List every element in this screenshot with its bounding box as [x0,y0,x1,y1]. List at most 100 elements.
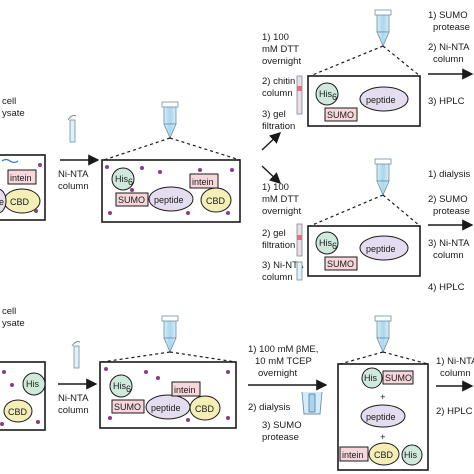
branch-a-step3: 3) gel filtration [262,109,295,132]
svg-text:intein: intein [174,385,196,395]
svg-text:mM DTT: mM DTT [262,44,299,55]
impurity-dot [158,170,162,174]
svg-text:intein: intein [10,173,32,183]
top-ni-nta-column-label: column [58,181,89,192]
bottom-next: 1) Ni-NTA column 2) HPLC [436,356,474,417]
zoom-line [309,194,384,227]
svg-text:6: 6 [332,241,337,251]
svg-text:peptide: peptide [154,195,184,205]
sumo-tag: SUMO [382,370,414,385]
his-tag: His 6 [315,231,339,255]
svg-text:ysate: ysate [2,318,25,329]
intein-tag: intein [189,173,219,189]
svg-text:His: His [26,379,39,389]
svg-text:His: His [319,89,332,99]
zoom-line [169,137,241,161]
impurity-dot [140,166,144,170]
zoom-line [103,137,171,161]
svg-text:peptide: peptide [151,403,181,413]
svg-text:3) gel: 3) gel [262,109,286,120]
zoom-line [309,45,384,77]
svg-text:2) gel: 2) gel [262,228,286,239]
svg-text:1) 100 mM βME,: 1) 100 mM βME, [248,344,318,355]
top-lysate-cbd: CBD [3,188,41,214]
svg-text:His: His [319,238,332,248]
top-lysate-label: cell ysate [2,96,25,119]
impurity-dot [108,416,112,420]
svg-text:SUMO: SUMO [327,259,354,269]
impurity-dot [226,416,230,420]
tube-icon [161,315,179,354]
sumo-tag: SUMO [324,256,358,271]
plus-sign: + [380,432,386,443]
top-lysate-intein: intein [7,169,37,185]
svg-text:10 mM TCEP: 10 mM TCEP [255,356,312,367]
svg-text:3) HPLC: 3) HPLC [428,96,465,107]
tube-icon [374,158,392,197]
impurity-dot [38,163,42,167]
bottom-step3: 3) SUMO [262,420,302,431]
svg-text:2) Ni-NTA: 2) Ni-NTA [428,42,470,53]
svg-text:6: 6 [128,177,133,187]
svg-text:filtration: filtration [262,240,295,251]
his-tag: His [22,372,46,396]
impurity-dot [0,422,4,426]
branch-a-step2: 2) chitin column [262,76,295,99]
sumo-tag: SUMO [111,399,145,414]
impurity-dot [36,420,40,424]
svg-text:3) Ni-NTA: 3) Ni-NTA [428,238,470,249]
svg-text:2) SUMO: 2) SUMO [428,194,468,205]
branch-b-step3: 3) Ni-NTA column [262,260,304,283]
zoom-line [339,351,384,365]
svg-text:intein: intein [192,177,214,187]
dialysis-beaker-icon [301,391,323,415]
peptide-tag: peptide [360,404,406,428]
svg-text:4) HPLC: 4) HPLC [428,282,465,293]
impurity-dot [144,370,148,374]
impurity-dot [104,367,108,371]
svg-text:CBD: CBD [206,196,226,206]
svg-text:protease: protease [433,206,470,217]
svg-text:peptide: peptide [366,412,396,422]
zoom-line [382,351,429,365]
plus-sign: + [380,392,386,403]
bottom-step3-line2: protease [262,432,299,443]
sumo-tag: SUMO [115,192,149,207]
svg-text:SUMO: SUMO [118,195,145,205]
impurity-dot [105,165,109,169]
ni-nta-column-icon [71,341,81,369]
zoom-line [169,351,237,363]
gel-column-icon [296,75,303,115]
zoom-line [382,194,421,227]
svg-text:CBD: CBD [374,450,394,460]
svg-text:His: His [115,174,128,184]
cbd-tag: CBD [3,399,33,423]
svg-text:filtration: filtration [262,121,295,132]
gel-column-icon [296,223,303,257]
svg-text:6: 6 [126,384,131,394]
svg-text:peptide: peptide [366,244,396,254]
branch-a-step1: 1) 100 mM DTT overnight [262,32,301,67]
bottom-ni-nta-label: Ni-NTA [58,393,89,404]
svg-text:3) Ni-NTA: 3) Ni-NTA [262,260,304,271]
impurity-dot [156,376,160,380]
svg-text:cell: cell [2,96,16,107]
svg-text:1) 100: 1) 100 [262,182,289,193]
svg-text:1) SUMO: 1) SUMO [428,10,468,21]
svg-text:ysate: ysate [2,108,25,119]
ni-nta-column-icon [296,261,303,281]
svg-text:His: His [113,381,126,391]
bottom-ni-nta-column-label: column [58,405,89,416]
svg-text:2) HPLC: 2) HPLC [436,406,473,417]
svg-text:SUMO: SUMO [385,373,412,383]
intein-tag: intein [171,381,201,397]
top-lysate-peptide-fragment [0,188,7,214]
tube-icon [161,101,179,140]
zoom-line [101,351,171,363]
svg-text:1) dialysis: 1) dialysis [428,169,470,180]
svg-text:mM DTT: mM DTT [262,194,299,205]
his-tag: His [401,444,423,466]
ni-nta-column-icon [67,115,77,143]
peptide-tag: peptide [359,235,409,261]
impurity-dot [230,168,234,172]
